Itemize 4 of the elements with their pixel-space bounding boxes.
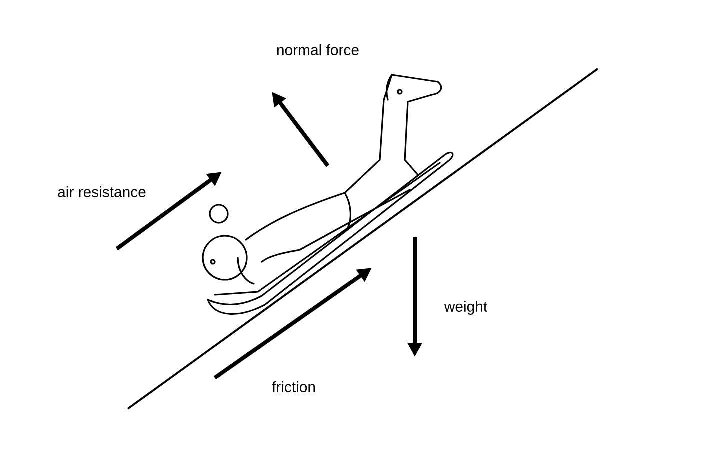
force-label: weight bbox=[444, 301, 488, 315]
force-label: normal force bbox=[277, 44, 359, 56]
force-label: friction bbox=[272, 382, 316, 392]
force-label: air resistance bbox=[58, 186, 146, 198]
